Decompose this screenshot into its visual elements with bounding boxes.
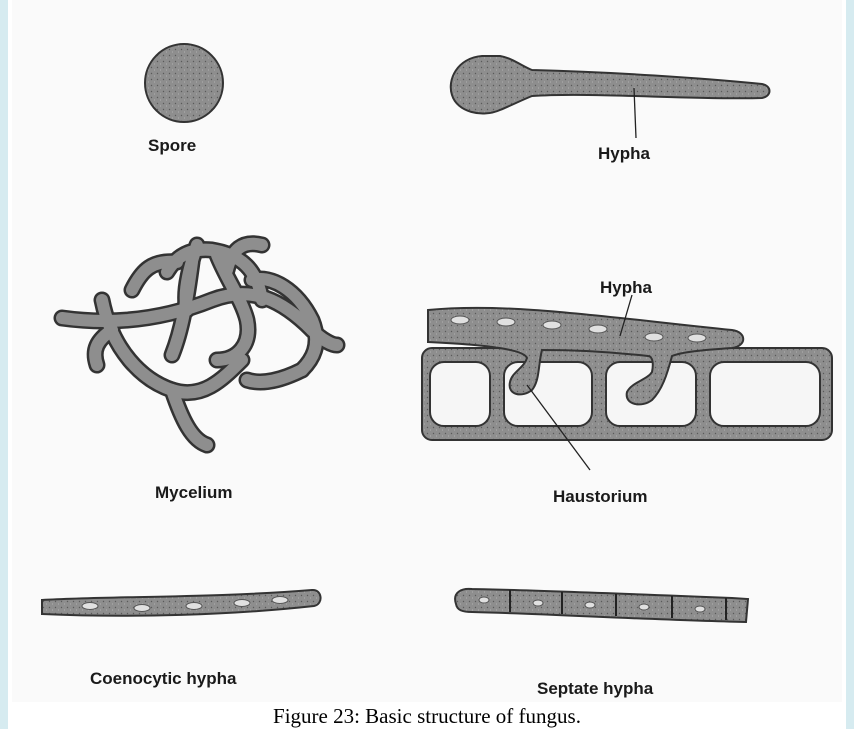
haustorium-label: Haustorium <box>553 487 647 507</box>
coenocytic-hypha-label: Coenocytic hypha <box>90 669 236 689</box>
mycelium-fill <box>62 244 337 445</box>
septate-hypha-label: Septate hypha <box>537 679 653 699</box>
germinating-hypha-shape <box>451 56 770 114</box>
left-border <box>0 0 8 729</box>
hypha-label-mid: Hypha <box>600 278 652 298</box>
spore-shape <box>145 44 223 122</box>
septate-hypha-shape <box>455 589 748 622</box>
right-border <box>846 0 854 729</box>
hypha-label-top: Hypha <box>598 144 650 164</box>
host-cell-interiors <box>430 362 820 426</box>
mycelium-label: Mycelium <box>155 483 232 503</box>
spore-label: Spore <box>148 136 196 156</box>
fungus-diagram <box>12 0 842 702</box>
figure-caption: Figure 23: Basic structure of fungus. <box>0 704 854 729</box>
